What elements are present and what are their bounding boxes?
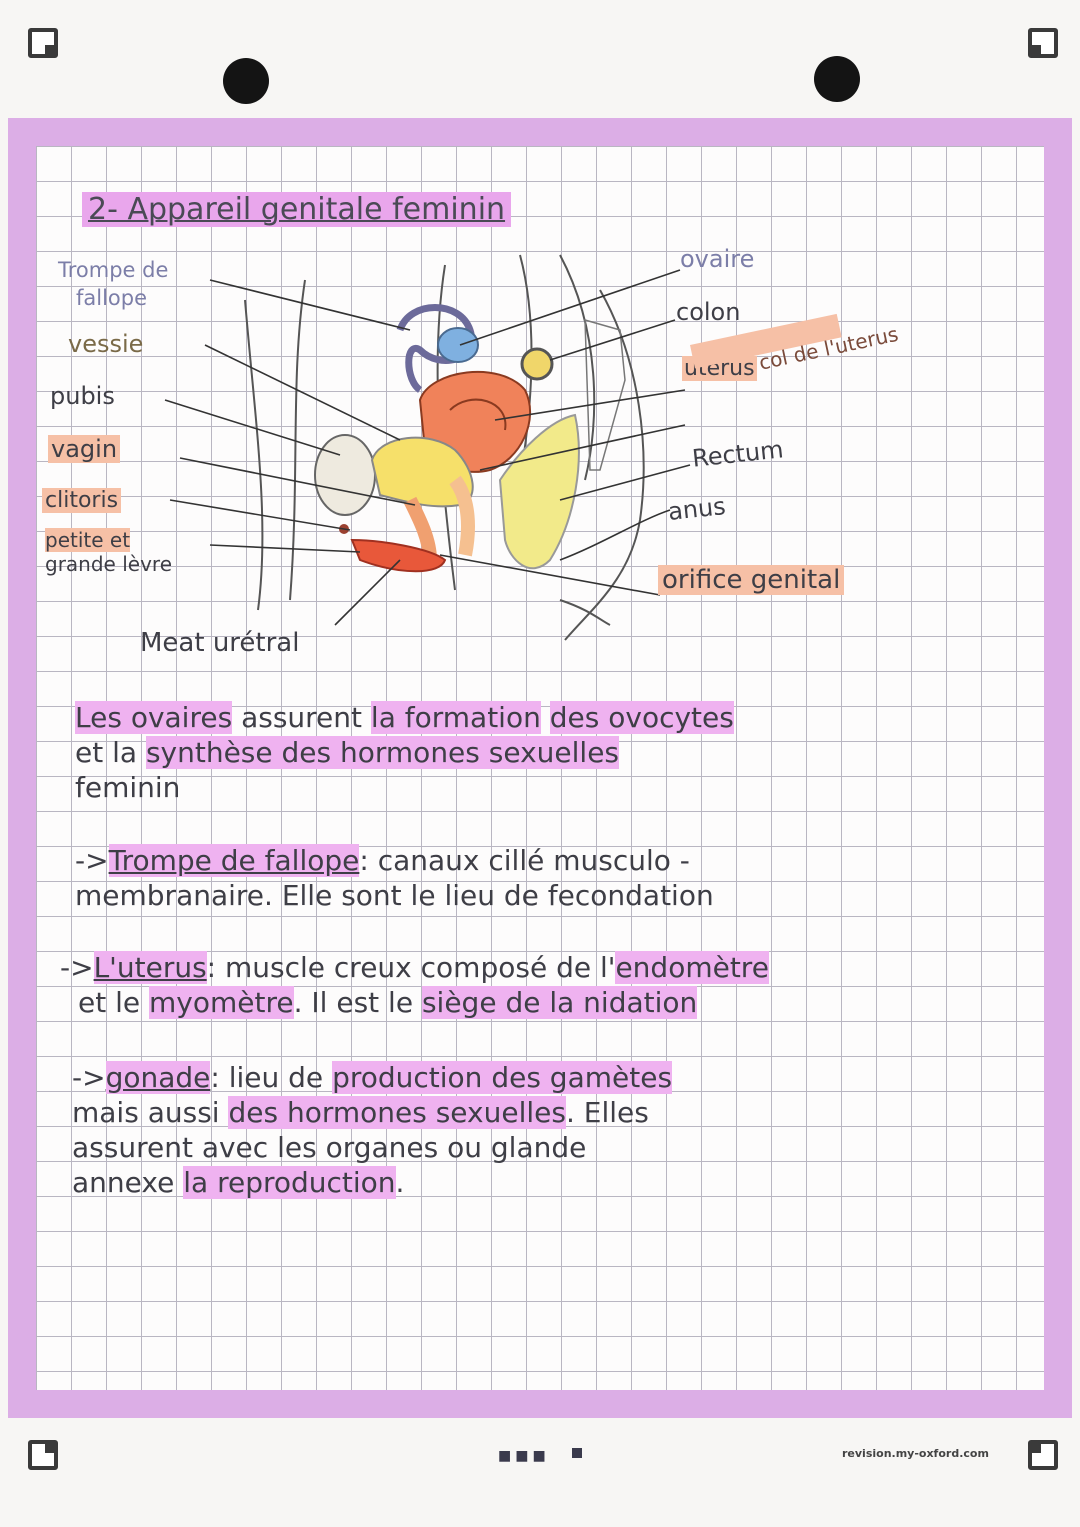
term-gonade: gonade (105, 1061, 211, 1094)
gonade-line4: annexe la reproduction. (72, 1165, 672, 1200)
corner-marker-bottom-right (1028, 1440, 1058, 1470)
label-colon: colon (676, 298, 741, 326)
text-il-est: . Il est le (293, 986, 422, 1019)
paragraph-ovaires: Les ovaires assurent la formation des ov… (75, 700, 734, 805)
arrow-icon: -> (60, 951, 94, 984)
trompe-line1: ->Trompe de fallope: canaux cillé muscul… (75, 843, 714, 878)
corner-marker-top-left (28, 28, 58, 58)
text-et-la: et la (75, 736, 138, 769)
text-uterus-def: : muscle creux composé de l' (206, 951, 616, 984)
text-period: . (395, 1166, 405, 1199)
note-gonade: ->gonade: lieu de production des gamètes… (72, 1060, 673, 1200)
trompe-line2: membranaire. Elle sont le lieu de fecond… (75, 879, 714, 912)
hl-formation: la formation (370, 701, 541, 734)
binder-hole-right (814, 56, 860, 102)
label-levres-line1: petite et (45, 528, 131, 552)
label-levres-line2: grande lèvre (45, 552, 172, 576)
note-trompe: ->Trompe de fallope: canaux cillé muscul… (75, 843, 714, 913)
label-trompe-line1: Trompe de (58, 258, 169, 282)
label-levres: petite et grande lèvre (45, 528, 172, 576)
footer-code-dot (572, 1448, 582, 1458)
note-uterus: ->L'uterus: muscle creux composé de l'en… (60, 950, 769, 1020)
hl-nidation: siège de la nidation (421, 986, 698, 1019)
hl-reproduction: la reproduction (183, 1166, 396, 1199)
label-trompe-line2: fallope (76, 286, 148, 310)
arrow-icon: -> (75, 844, 109, 877)
text-assurent: assurent (241, 701, 363, 734)
hl-hormones: des hormones sexuelles (228, 1096, 566, 1129)
text-et-le: et le (78, 986, 150, 1019)
text-trompe-def: : canaux cillé musculo - (359, 844, 690, 877)
label-pubis: pubis (50, 382, 115, 410)
footer-code-dots: ■■■ (498, 1448, 550, 1464)
gonade-line1: ->gonade: lieu de production des gamètes (72, 1060, 673, 1095)
term-uterus: L'uterus (93, 951, 207, 984)
text-mais-aussi: mais aussi (72, 1096, 229, 1129)
label-anus: anus (666, 492, 727, 526)
arrow-icon: -> (72, 1061, 106, 1094)
hl-ovocytes: des ovocytes (549, 701, 734, 734)
uterus-line2: et le myomètre. Il est le siège de la ni… (60, 985, 769, 1020)
label-trompe: Trompe de fallope (58, 256, 168, 312)
hl-synthese: synthèse des hormones sexuelles (145, 736, 620, 769)
corner-marker-bottom-left (28, 1440, 58, 1470)
corner-marker-top-right (1028, 28, 1058, 58)
label-ovaire: ovaire (680, 245, 755, 273)
text-lieu: : lieu de (210, 1061, 333, 1094)
label-vagin: vagin (48, 435, 121, 463)
text-elles: . Elles (565, 1096, 649, 1129)
title-highlight: 2- Appareil genitale feminin (82, 192, 512, 227)
binder-hole-left (223, 58, 269, 104)
gonade-line2: mais aussi des hormones sexuelles. Elles (72, 1095, 672, 1130)
label-vessie: vessie (68, 330, 144, 358)
hl-endometre: endomètre (615, 951, 769, 984)
footer-site-url: revision.my-oxford.com (842, 1447, 989, 1460)
para1-line3: feminin (75, 771, 181, 804)
label-meat: Meat urétral (140, 628, 300, 658)
page-title: 2- Appareil genitale feminin (82, 192, 512, 227)
hl-gametes: production des gamètes (332, 1061, 673, 1094)
label-clitoris: clitoris (42, 488, 122, 513)
hl-myometre: myomètre (149, 986, 294, 1019)
hl-ovaires: Les ovaires (75, 701, 233, 734)
term-trompe: Trompe de fallope (108, 844, 360, 877)
gonade-line3: assurent avec les organes ou glande (72, 1131, 587, 1164)
label-orifice: orifice genital (658, 565, 845, 595)
para1-line2: et la synthèse des hormones sexuelles (75, 735, 734, 770)
text-annexe: annexe (72, 1166, 184, 1199)
para1-line1: Les ovaires assurent la formation des ov… (75, 700, 734, 735)
uterus-line1: ->L'uterus: muscle creux composé de l'en… (60, 950, 769, 985)
label-orifice-text: orifice genital (658, 565, 845, 595)
